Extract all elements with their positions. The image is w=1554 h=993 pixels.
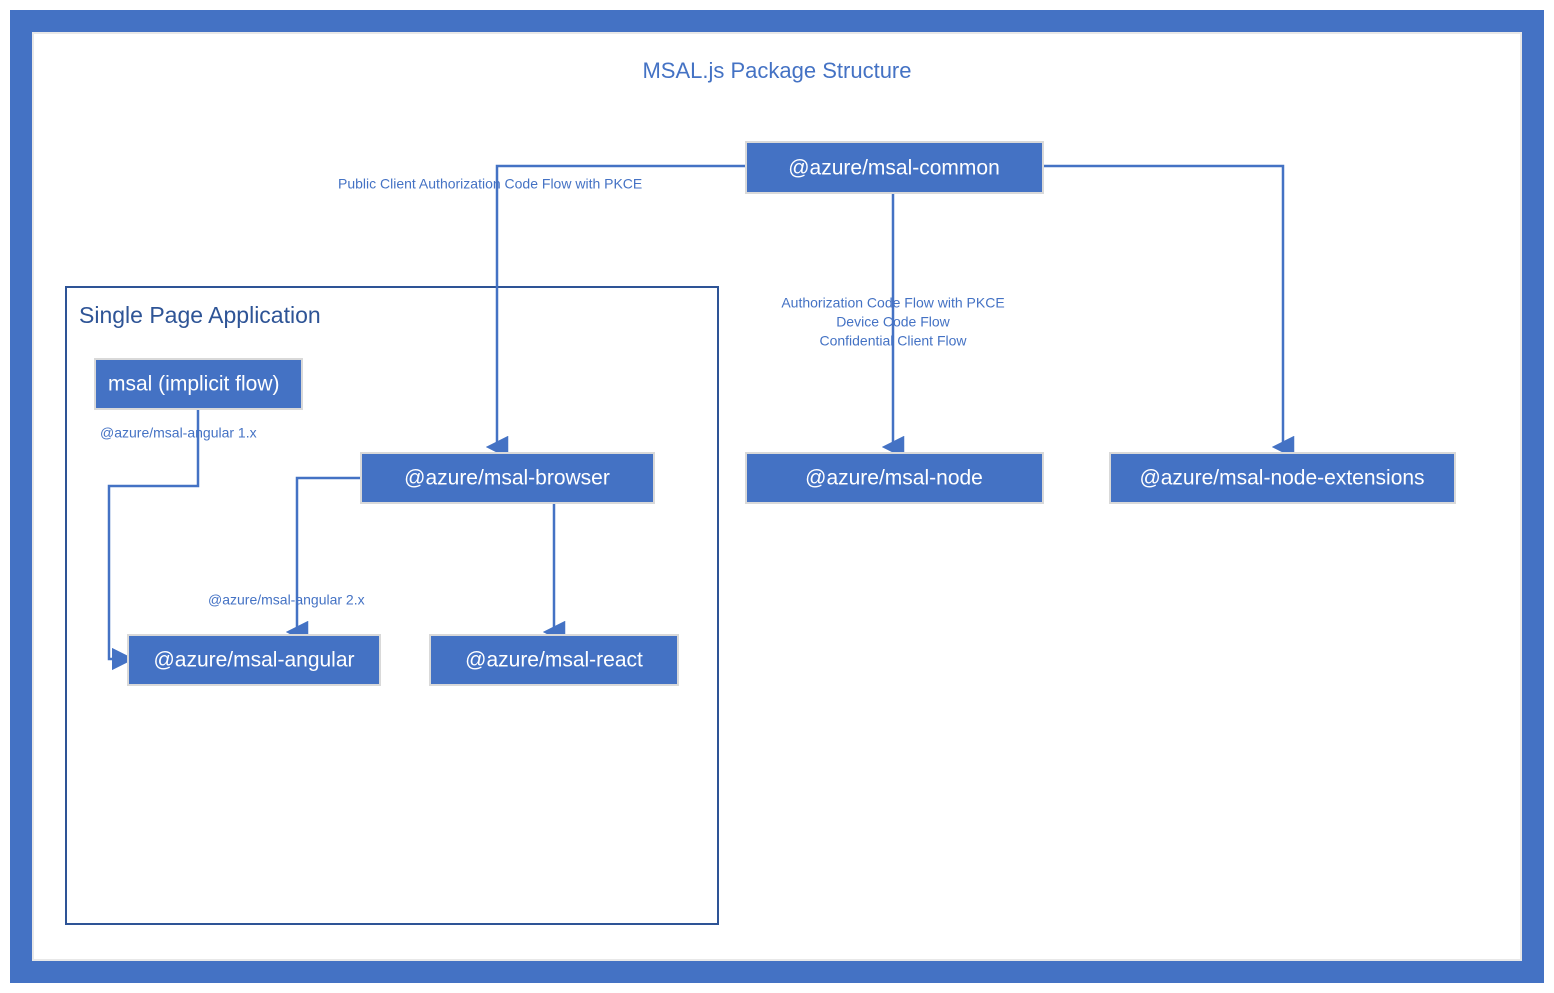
- page-title: MSAL.js Package Structure: [642, 58, 911, 83]
- edge-label-angular-2x: @azure/msal-angular 2.x: [208, 592, 365, 608]
- edge-browser-to-angular-v2: [285, 476, 361, 644]
- node-msal-browser[interactable]: @azure/msal-browser: [360, 452, 655, 504]
- node-msal-common-box[interactable]: [745, 141, 1044, 194]
- node-msal-node-box[interactable]: [745, 452, 1044, 504]
- node-msal-angular-box[interactable]: [127, 634, 381, 686]
- node-msal-browser-box[interactable]: [360, 452, 655, 504]
- node-msal-react[interactable]: @azure/msal-react: [429, 634, 679, 686]
- edge-label-angular-1x: @azure/msal-angular 1.x: [100, 425, 257, 441]
- node-msal-implicit-flow[interactable]: msal (implicit flow): [94, 358, 303, 410]
- group-title-single-page-application: Single Page Application: [79, 302, 321, 328]
- node-msal-node-label: @azure/msal-node: [805, 467, 983, 490]
- node-msal-node-extensions-box[interactable]: [1109, 452, 1456, 504]
- node-msal-browser-label: @azure/msal-browser: [404, 467, 610, 490]
- node-msal-node[interactable]: @azure/msal-node: [745, 452, 1044, 504]
- node-msal-implicit-flow-box[interactable]: [94, 358, 303, 410]
- outer-frame-border: [10, 10, 1544, 983]
- node-msal-react-box[interactable]: [429, 634, 679, 686]
- outer-frame-inner-hairline: [32, 32, 1522, 961]
- node-msal-node-extensions-label: @azure/msal-node-extensions: [1139, 467, 1424, 490]
- node-msal-node-extensions[interactable]: @azure/msal-node-extensions: [1109, 452, 1456, 504]
- node-msal-angular[interactable]: @azure/msal-angular: [127, 634, 381, 686]
- node-msal-angular-label: @azure/msal-angular: [153, 649, 354, 672]
- edge-label-public-client-pkce: Public Client Authorization Code Flow wi…: [338, 176, 642, 192]
- node-msal-implicit-flow-label: msal (implicit flow): [108, 373, 280, 396]
- single-page-application-group: [65, 286, 719, 925]
- edge-common-to-node-extensions: [1043, 164, 1295, 459]
- edge-label-node-flow-line-3: Confidential Client Flow: [819, 333, 967, 349]
- edge-label-node-flow-line-1: Authorization Code Flow with PKCE: [781, 295, 1004, 311]
- edge-common-to-browser: [485, 164, 746, 459]
- node-msal-common-label: @azure/msal-common: [788, 157, 1000, 180]
- node-msal-common[interactable]: @azure/msal-common: [745, 141, 1044, 194]
- edge-msal-to-angular-v1: [107, 409, 200, 671]
- node-msal-react-label: @azure/msal-react: [465, 649, 643, 672]
- edge-label-node-flow-line-2: Device Code Flow: [836, 314, 950, 330]
